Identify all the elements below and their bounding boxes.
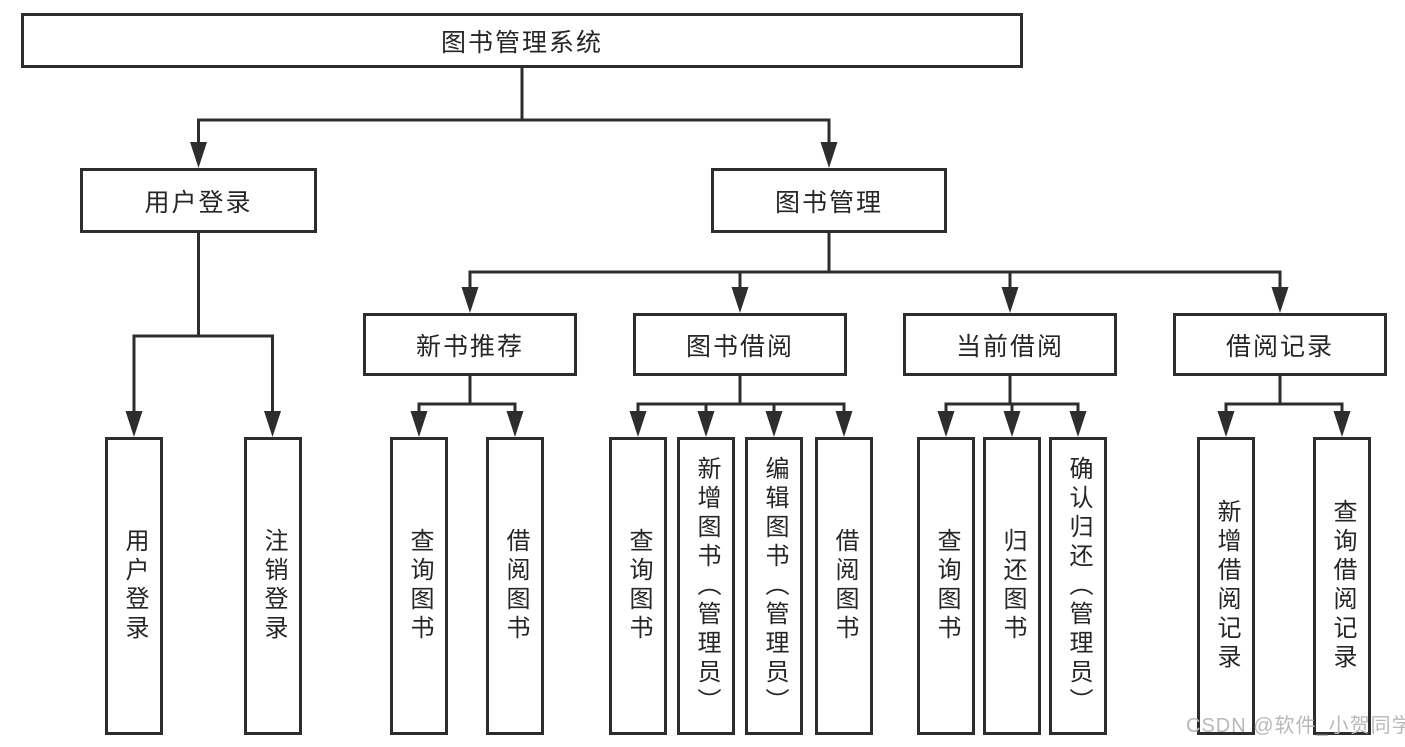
node-label: 借阅图书	[502, 528, 529, 644]
leaf-return-books: 归还图书	[983, 437, 1041, 735]
leaf-add-borrowing-record: 新增借阅记录	[1197, 437, 1255, 735]
leaf-user-login: 用户登录	[105, 437, 163, 735]
arrowhead-icon	[190, 142, 207, 168]
node-current-borrowing: 当前借阅	[903, 313, 1117, 376]
node-label: 图书管理系统	[440, 28, 603, 57]
node-label: 查询图书	[933, 528, 960, 644]
arrowhead-icon	[1003, 411, 1021, 437]
leaf-edit-books-admin: 编辑图书（管理员）	[745, 437, 803, 735]
node-library-management-system: 图书管理系统	[21, 13, 1023, 68]
arrowhead-icon	[410, 411, 428, 437]
node-label: 查询图书	[406, 528, 433, 644]
arrowhead-icon	[820, 142, 838, 168]
node-label: 图书管理	[774, 188, 883, 217]
node-book-borrowing: 图书借阅	[633, 313, 847, 376]
arrowhead-icon	[1001, 287, 1019, 313]
node-label: 编辑图书（管理员）	[761, 455, 788, 717]
node-label: 用户登录	[144, 188, 253, 217]
leaf-query-books-recommend: 查询图书	[390, 437, 448, 735]
arrowhead-icon	[765, 411, 783, 437]
leaf-query-borrowing-record: 查询借阅记录	[1313, 437, 1371, 735]
node-label: 查询借阅记录	[1329, 499, 1356, 673]
arrowhead-icon	[1333, 411, 1351, 437]
arrowhead-icon	[264, 411, 281, 437]
node-label: 新增图书（管理员）	[693, 455, 720, 717]
arrowhead-icon	[697, 411, 715, 437]
node-label: 新书推荐	[415, 332, 524, 361]
arrowhead-icon	[125, 411, 143, 437]
arrowhead-icon	[461, 287, 479, 313]
arrowhead-icon	[835, 411, 853, 437]
node-label: 用户登录	[121, 528, 148, 644]
tree-edges	[132, 68, 1344, 415]
arrowhead-icon	[1271, 287, 1289, 313]
arrowhead-icon	[506, 411, 524, 437]
node-book-management: 图书管理	[711, 168, 947, 233]
node-label: 图书借阅	[685, 332, 794, 361]
leaf-confirm-return-admin: 确认归还（管理员）	[1049, 437, 1107, 735]
node-label: 确认归还（管理员）	[1065, 455, 1092, 717]
node-label: 归还图书	[999, 528, 1026, 644]
leaf-query-books-borrowing: 查询图书	[609, 437, 667, 735]
arrowhead-icon	[937, 411, 955, 437]
arrowhead-icon	[731, 287, 749, 313]
leaf-logout: 注销登录	[244, 437, 302, 735]
node-label: 新增借阅记录	[1213, 499, 1240, 673]
leaf-borrow-books: 借阅图书	[815, 437, 873, 735]
leaf-add-books-admin: 新增图书（管理员）	[677, 437, 735, 735]
node-user-login: 用户登录	[80, 168, 317, 233]
node-label: 借阅记录	[1225, 332, 1334, 361]
node-borrowing-records: 借阅记录	[1173, 313, 1387, 376]
node-label: 注销登录	[260, 528, 287, 644]
node-new-book-recommendation: 新书推荐	[363, 313, 577, 376]
arrowhead-icon	[1217, 411, 1235, 437]
arrowhead-icon	[629, 411, 647, 437]
csdn-watermark: CSDN @软件_小贺同学	[1186, 715, 1405, 737]
arrowheads	[125, 142, 1351, 437]
leaf-borrow-books-recommend: 借阅图书	[486, 437, 544, 735]
node-label: 当前借阅	[955, 332, 1064, 361]
leaf-query-books-current: 查询图书	[917, 437, 975, 735]
arrowhead-icon	[1069, 411, 1087, 437]
node-label: 借阅图书	[831, 528, 858, 644]
node-label: 查询图书	[625, 528, 652, 644]
